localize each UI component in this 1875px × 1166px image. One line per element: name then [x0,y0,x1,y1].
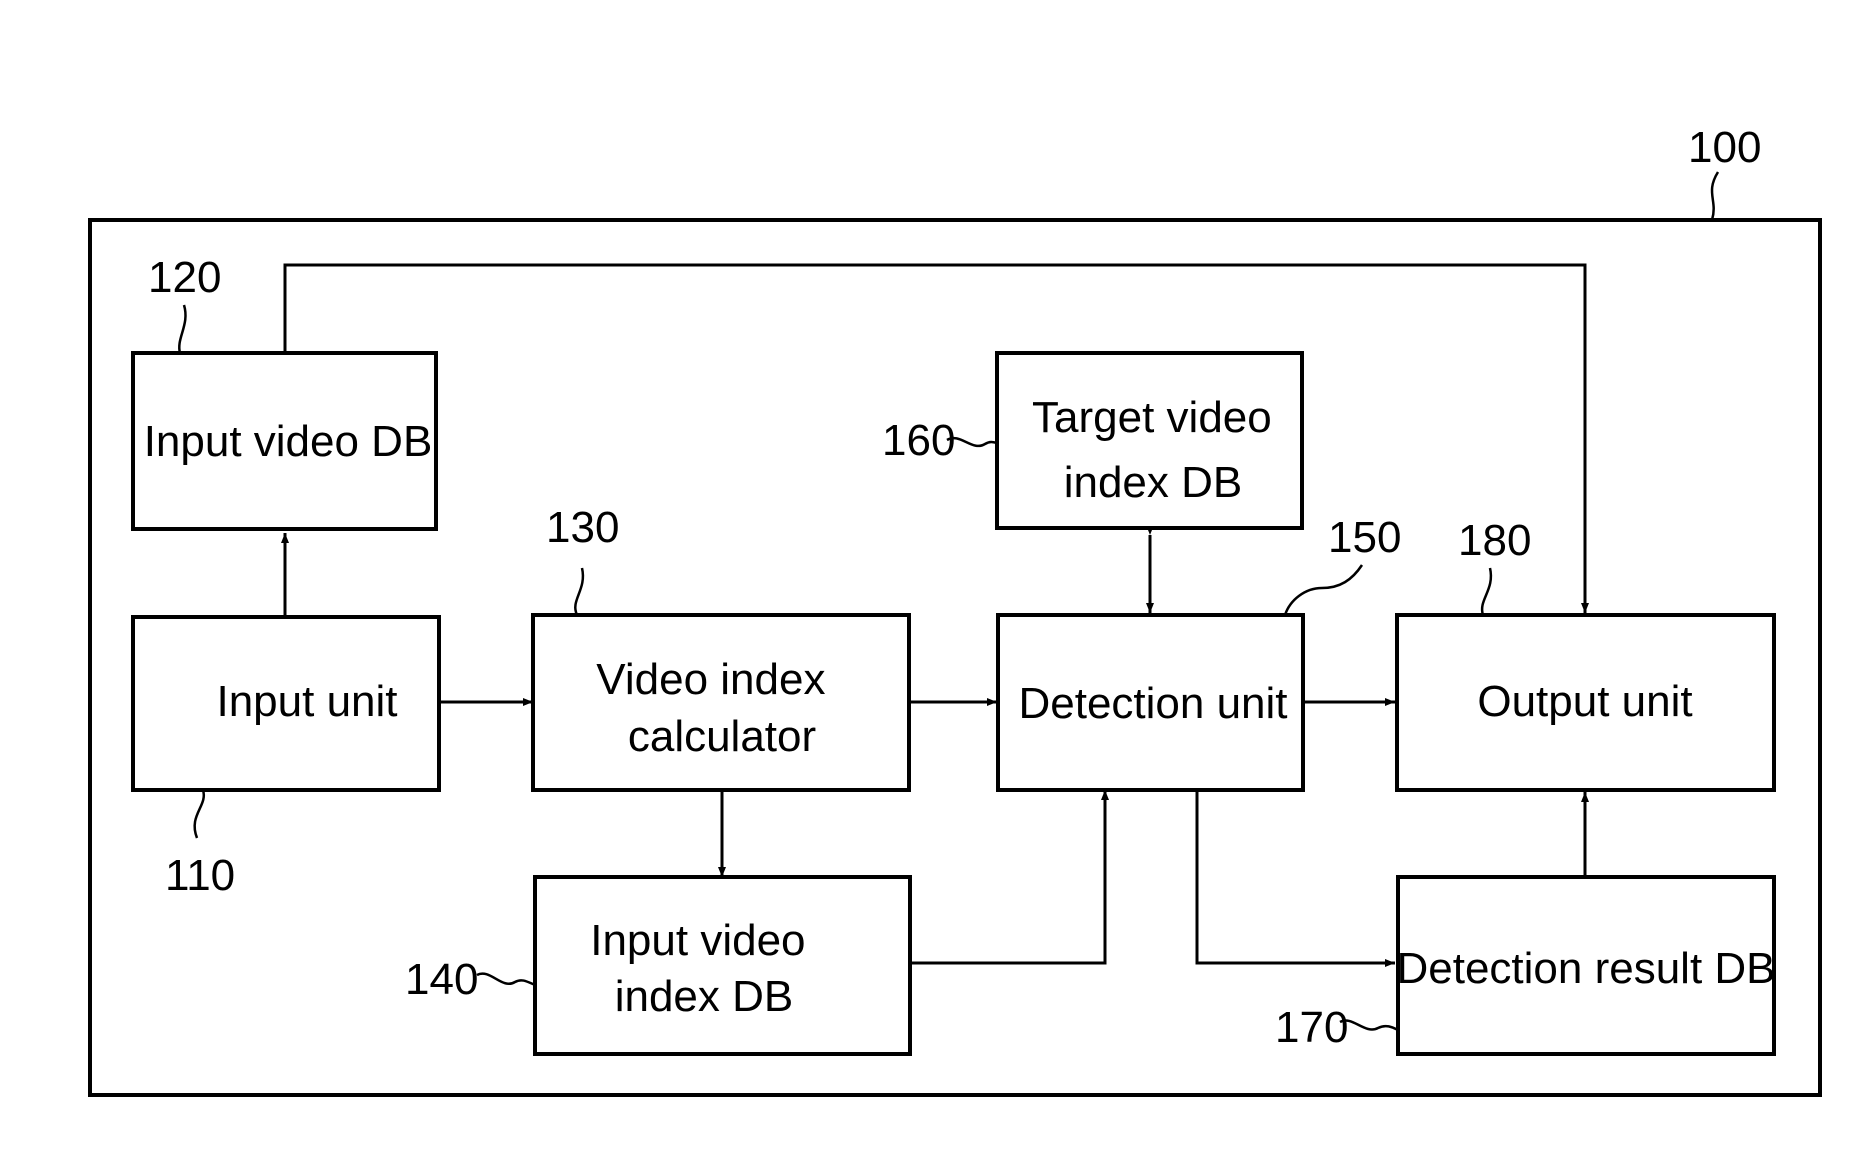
input-video-db-label: Input video DB [144,417,433,466]
input-video-index-db-block: Input video index DB [535,877,910,1054]
input-unit-label: Input unit [216,677,397,726]
input-video-db-ref-label: 120 [148,253,221,302]
detection-result-db-label: Detection result DB [1396,944,1775,993]
output-unit-label: Output unit [1477,677,1692,726]
input-unit-ref-label: 110 [165,851,235,900]
input-video-index-db-ref-label: 140 [405,955,478,1004]
system-ref-label: 100 [1688,123,1761,172]
target-video-index-db-ref-label: 160 [882,416,955,465]
output-unit-ref-label: 180 [1458,516,1531,565]
output-unit-block: Output unit [1397,615,1774,790]
target-video-index-db-block: Target video index DB [997,353,1302,528]
input-video-db-block: Input video DB [133,353,436,529]
system-ref-leader [1712,172,1718,220]
detection-unit-label: Detection unit [1018,679,1287,728]
calculator-ref-label: 130 [546,503,619,552]
detection-result-db-block: Detection result DB [1396,877,1775,1054]
detection-result-db-ref-label: 170 [1275,1003,1348,1052]
detection-unit-ref-label: 150 [1328,513,1401,562]
detection-unit-block: Detection unit [998,615,1303,790]
video-index-calculator-block: Video index calculator [533,615,909,790]
input-unit-block: Input unit [133,617,439,790]
